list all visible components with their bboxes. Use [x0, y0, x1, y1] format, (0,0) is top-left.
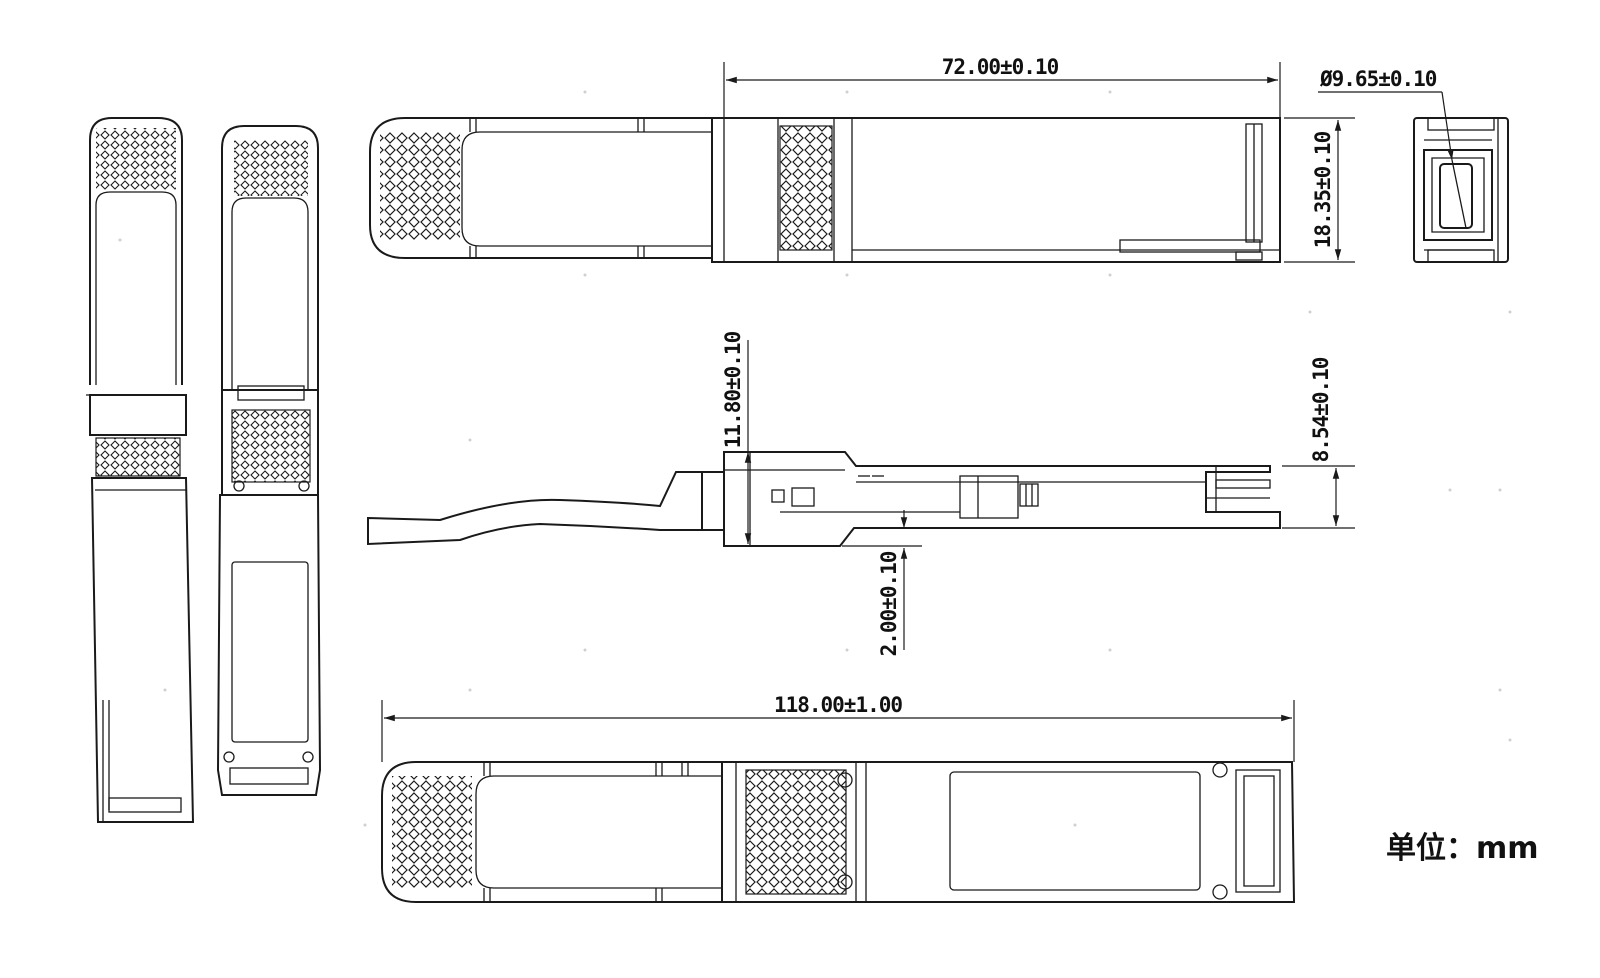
dim-8-54-label: 8.54±0.10 [1309, 357, 1333, 462]
top-view [369, 117, 1281, 263]
dim-diameter-label: Ø9.65±0.10 [1319, 67, 1437, 91]
dim-118-label: 118.00±1.00 [774, 693, 902, 717]
front-view-right [216, 125, 322, 796]
bottom-view [381, 761, 1296, 903]
dimension-118: 118.00±1.00 [381, 693, 1295, 762]
background-dots [118, 90, 1512, 827]
side-view [367, 451, 1281, 547]
dim-2-00-label: 2.00±0.10 [877, 551, 901, 656]
dimension-8-54: 8.54±0.10 [1282, 357, 1355, 529]
end-view [1413, 117, 1509, 263]
dimension-72: 72.00±0.10 [723, 55, 1281, 118]
dimension-diameter: Ø9.65±0.10 [1318, 67, 1454, 161]
dim-18-35-label: 18.35±0.10 [1311, 131, 1335, 248]
dimension-11-80: 11.80±0.10 [721, 331, 752, 547]
dim-11-80-label: 11.80±0.10 [721, 331, 745, 448]
dim-72-label: 72.00±0.10 [942, 55, 1059, 79]
unit-label: 单位：mm [1386, 831, 1539, 866]
front-view-left [86, 117, 195, 823]
dimension-2-00: 2.00±0.10 [842, 510, 922, 656]
dimension-18-35: 18.35±0.10 [1284, 117, 1355, 263]
